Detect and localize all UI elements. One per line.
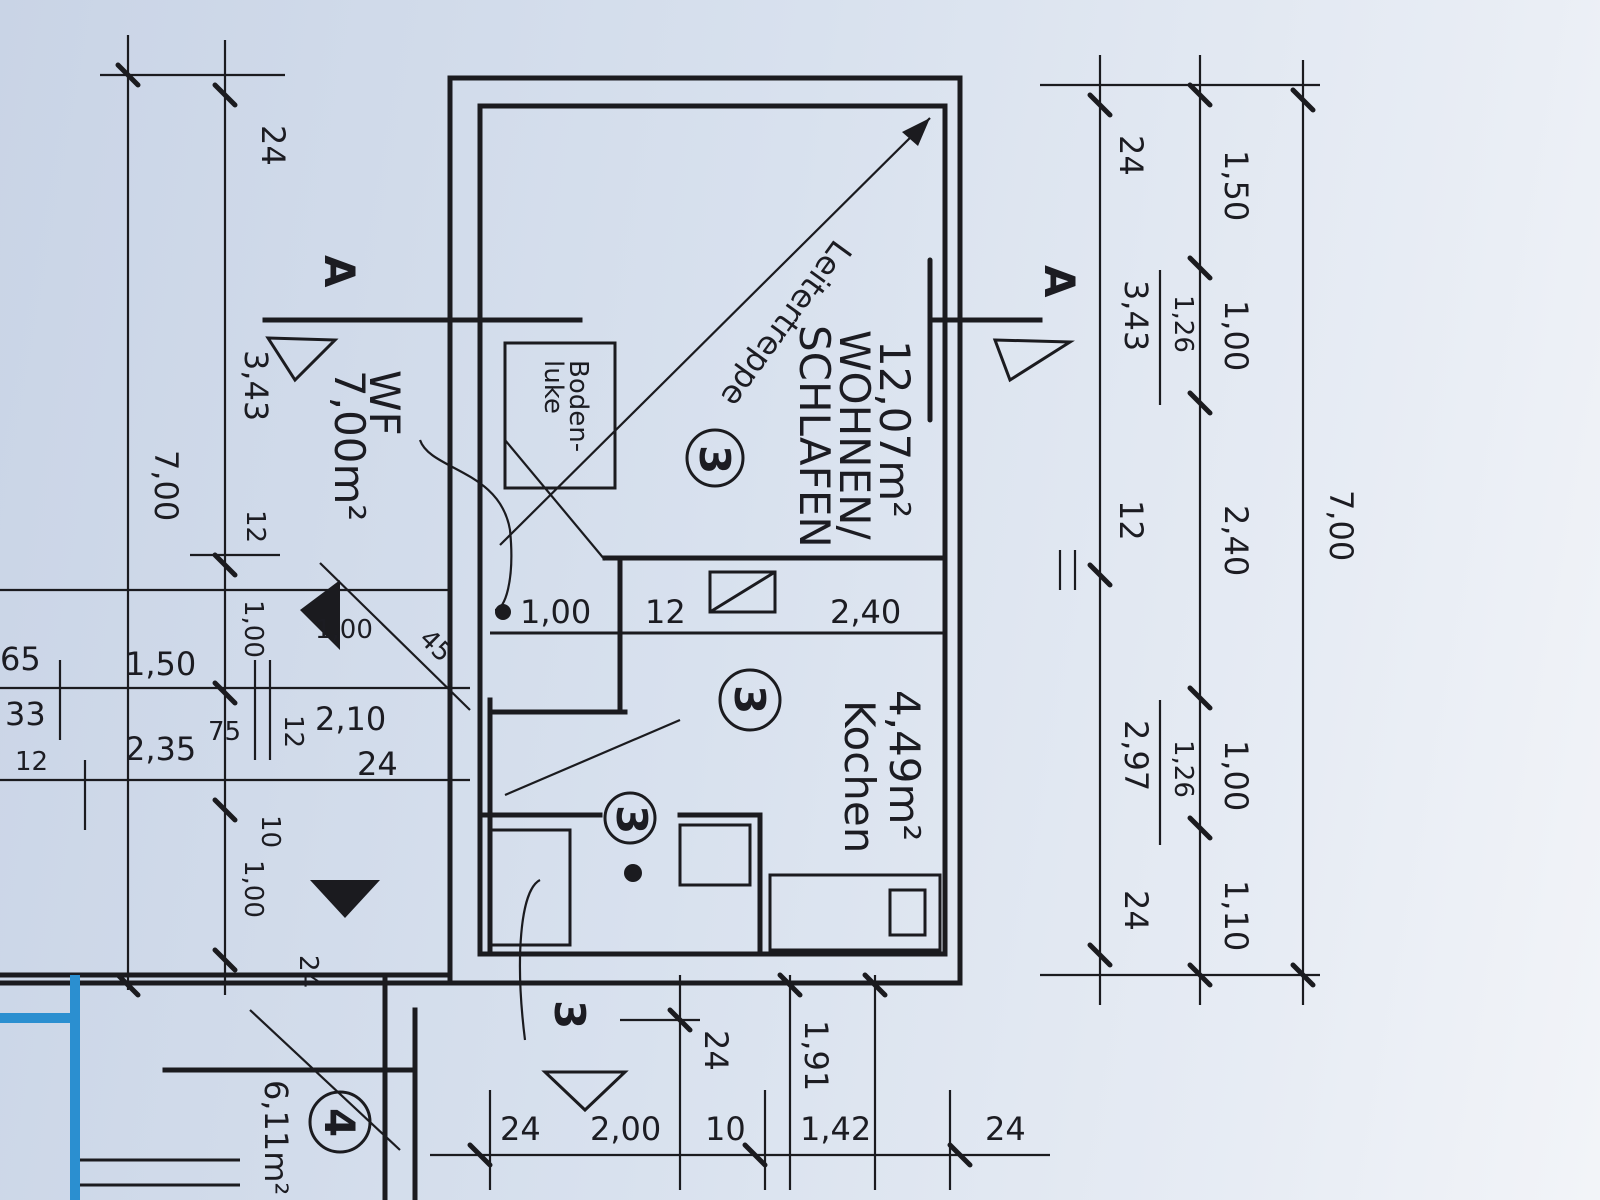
- kitchen-name: Kochen: [835, 700, 884, 853]
- left-dimensions: [0, 35, 470, 998]
- ladder-stair: [418, 117, 931, 1041]
- dim-left-top: 24: [254, 125, 292, 166]
- annotations: Leitertreppe Boden- luke A A: [315, 233, 1084, 452]
- kitchen-area: 4,49m²: [880, 690, 929, 841]
- dim-left-75: 75: [208, 717, 241, 747]
- dim-left-100b: 1,00: [315, 615, 373, 645]
- dim-left-outer: 7,00: [147, 450, 185, 521]
- inner-dimension-labels: 1,00 12 2,40 45 2,10 24: [315, 593, 901, 783]
- section-markers: [262, 317, 1075, 1113]
- arrow-left-icon: [300, 580, 340, 650]
- arrow-down-icon: [310, 880, 380, 918]
- living-room-name-2: SCHLAFEN: [790, 325, 839, 548]
- room-4-number: 4: [315, 1108, 364, 1137]
- dim-right-100a: 1,00: [1217, 300, 1255, 371]
- right-dimension-labels: 24 3,43 12 2,97 24 1,50 1,00 1,26 2,40 1…: [1112, 135, 1360, 951]
- dim-bottom-200: 2,00: [590, 1110, 661, 1148]
- kitchen-number-circle: [718, 668, 782, 732]
- dim-right-126b: 1,26: [1168, 740, 1198, 798]
- stair-lines: [249, 562, 681, 1151]
- dim-inner-100: 1,00: [520, 593, 591, 631]
- dim-right-12: 12: [1112, 500, 1150, 541]
- left-dimension-labels: 7,00 24 3,43 12 1,00 1,00 1,50 2,35 75 1…: [0, 125, 373, 988]
- dim-left-10: 10: [255, 815, 285, 848]
- dim-right-110: 1,10: [1217, 880, 1255, 951]
- bath-number-circle: [603, 791, 657, 845]
- dim-bottom-24c: 24: [697, 1030, 735, 1071]
- room-labels: 12,07m² WOHNEN/ SCHLAFEN 3 4,49m² Kochen…: [257, 325, 929, 1195]
- living-room-number-circle: [685, 428, 745, 488]
- dim-left-12b: 12: [278, 715, 308, 748]
- bath-number: 3: [607, 805, 656, 834]
- hall-label: WF: [360, 370, 409, 436]
- section-marker-left: [265, 336, 339, 383]
- dim-inner-210: 2,10: [315, 700, 386, 738]
- section-marker-right: [992, 338, 1075, 383]
- room-4-area: [0, 972, 418, 1200]
- dim-left-235: 2,35: [125, 730, 196, 768]
- dim-left-24: 24: [293, 955, 323, 988]
- dim-right-outer: 7,00: [1322, 490, 1360, 561]
- dim-bottom-142: 1,42: [800, 1110, 871, 1148]
- section-label-right: A: [1035, 265, 1084, 298]
- dim-right-150: 1,50: [1217, 150, 1255, 221]
- dim-right-126a: 1,26: [1168, 295, 1198, 353]
- dim-bottom-24b: 24: [985, 1110, 1026, 1148]
- living-room-number: 3: [690, 445, 739, 474]
- hatch-label-1: Boden-: [563, 360, 593, 452]
- dim-inner-240: 2,40: [830, 593, 901, 631]
- living-room-name-1: WOHNEN/: [830, 330, 879, 541]
- dim-right-343: 3,43: [1117, 280, 1155, 351]
- section-marker-bottom: [541, 1070, 629, 1113]
- dim-right-297: 2,97: [1117, 720, 1155, 791]
- dim-left-33: 33: [5, 695, 46, 733]
- bottom-dimensions: [430, 972, 1050, 1190]
- stair-number: 3: [545, 1000, 594, 1029]
- dim-inner-24: 24: [357, 745, 398, 783]
- dim-right-100b: 1,00: [1217, 740, 1255, 811]
- kitchen-number: 3: [725, 685, 774, 714]
- dim-bottom-191: 1,91: [797, 1020, 835, 1091]
- dim-left-100a: 1,00: [238, 600, 268, 658]
- interior-walls: [477, 257, 948, 957]
- hatch-label-2: luke: [538, 360, 568, 414]
- dim-left-12c: 12: [15, 747, 48, 777]
- right-dimensions: [1040, 55, 1320, 1005]
- dim-left-100c: 1,00: [238, 860, 268, 918]
- dim-left-150: 1,50: [125, 645, 196, 683]
- dim-left-mid: 3,43: [237, 350, 275, 421]
- living-room-area: 12,07m²: [870, 340, 919, 518]
- dim-right-24a: 24: [1112, 135, 1150, 176]
- dim-left-12: 12: [240, 510, 270, 543]
- dim-left-65: 65: [0, 640, 41, 678]
- room-4-area: 6,11m²: [257, 1080, 295, 1195]
- dim-bottom-24a: 24: [500, 1110, 541, 1148]
- dim-inner-12: 12: [645, 593, 686, 631]
- dim-right-240: 2,40: [1217, 505, 1255, 576]
- bottom-dimension-labels: 24 2,00 10 1,42 24 1,91 24: [500, 1020, 1026, 1148]
- dim-right-24b: 24: [1117, 890, 1155, 931]
- room-4-number-circle: [308, 1090, 372, 1154]
- section-label-left: A: [315, 255, 364, 288]
- dim-bottom-10: 10: [705, 1110, 746, 1148]
- hall-area: 7,00m²: [325, 370, 374, 521]
